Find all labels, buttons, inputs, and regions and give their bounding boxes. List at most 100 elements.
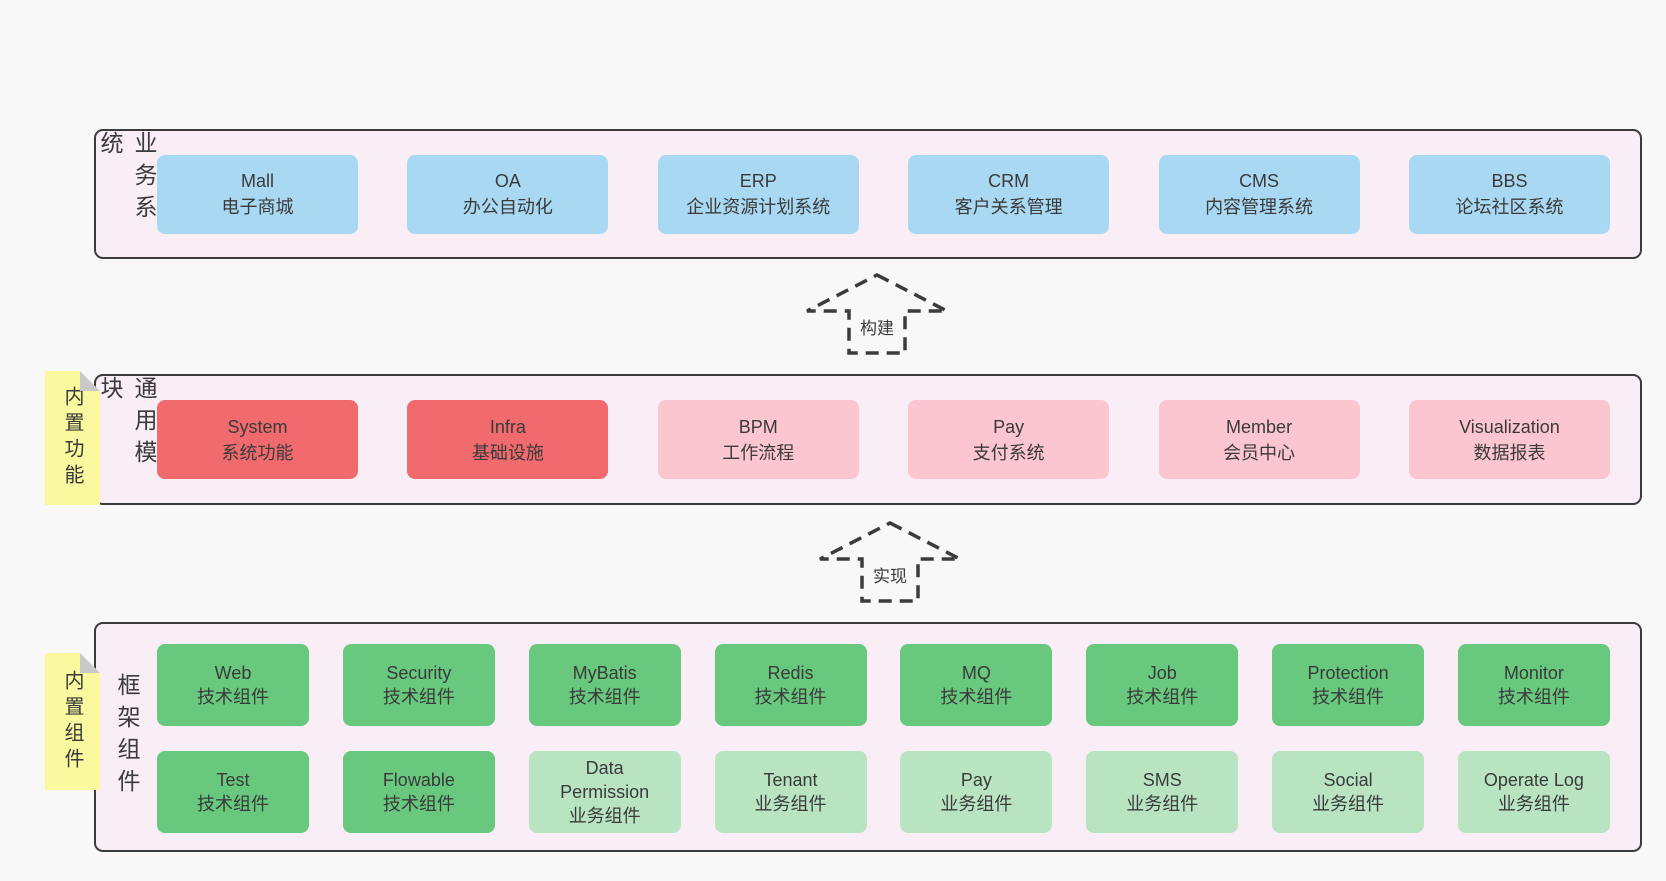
- business-systems-label: 业务系统: [97, 131, 157, 227]
- box-title: BPM: [738, 416, 778, 437]
- box-title: CRM: [988, 171, 1030, 191]
- box-title: Infra: [489, 416, 526, 437]
- box-mybatis: MyBatis 技术组件: [528, 644, 681, 726]
- built-in-components-note: 内置组件: [45, 653, 100, 790]
- box-title: System: [227, 416, 288, 437]
- box-subtitle: 企业资源计划系统: [686, 197, 831, 217]
- box-subtitle: 办公自动化: [462, 197, 553, 217]
- box-subtitle: 技术组件: [754, 687, 827, 707]
- built-in-features-note: 内置功能: [45, 371, 100, 505]
- box-title: Social: [1323, 770, 1373, 790]
- build-arrow: 构建: [802, 273, 952, 355]
- box-subtitle: 论坛社区系统: [1455, 197, 1564, 217]
- box-tenant: Tenant 业务组件: [714, 751, 867, 833]
- box-subtitle: 业务组件: [754, 794, 827, 814]
- box-sms: SMS 业务组件: [1086, 751, 1239, 833]
- box-oa: OA 办公自动化: [407, 154, 609, 234]
- common-modules-panel: 通用模块 System 系统功能 Infra 基础设施 BPM 工作流程 Pay…: [94, 374, 1642, 505]
- box-subtitle: 技术组件: [1312, 687, 1385, 707]
- box-infra: Infra 基础设施: [407, 400, 609, 479]
- implement-arrow: 实现: [815, 521, 965, 603]
- box-title: Data Permission: [560, 758, 650, 802]
- box-title: Member: [1226, 416, 1293, 437]
- box-title: Security: [386, 663, 452, 683]
- box-protection: Protection 技术组件: [1272, 644, 1425, 726]
- box-visualization: Visualization 数据报表: [1408, 400, 1610, 479]
- box-title: Flowable: [382, 770, 455, 790]
- box-cms: CMS 内容管理系统: [1158, 154, 1360, 234]
- common-modules-row: System 系统功能 Infra 基础设施 BPM 工作流程 Pay 支付系统…: [157, 376, 1610, 503]
- business-systems-panel: 业务系统 Mall 电子商城 OA 办公自动化 ERP 企业资源计划系统 CRM…: [94, 129, 1642, 259]
- box-test: Test 技术组件: [157, 751, 309, 833]
- box-subtitle: 基础设施: [471, 442, 544, 463]
- built-in-features-note-label: 内置功能: [61, 386, 83, 490]
- box-social: Social 业务组件: [1272, 751, 1425, 833]
- box-title: Pay: [993, 416, 1025, 437]
- framework-components-rows: Web 技术组件 Security 技术组件 MyBatis 技术组件 Redi…: [157, 624, 1610, 833]
- box-subtitle: 技术组件: [1126, 687, 1199, 707]
- box-subtitle: 业务组件: [1312, 794, 1385, 814]
- box-mall: Mall 电子商城: [157, 154, 358, 234]
- box-title: Test: [216, 770, 250, 790]
- box-subtitle: 业务组件: [940, 794, 1013, 814]
- box-flowable: Flowable 技术组件: [342, 751, 495, 833]
- box-bbs: BBS 论坛社区系统: [1408, 154, 1610, 234]
- box-security: Security 技术组件: [342, 644, 495, 726]
- box-subtitle: 会员中心: [1223, 442, 1296, 463]
- box-subtitle: 电子商城: [221, 197, 294, 217]
- box-subtitle: 技术组件: [197, 687, 269, 707]
- box-title: Web: [214, 663, 252, 683]
- framework-components-panel: 框架组件 Web 技术组件 Security 技术组件 MyBatis 技术组件…: [94, 622, 1642, 852]
- box-subtitle: 业务组件: [1126, 794, 1199, 814]
- up-block-arrow-icon: [806, 273, 948, 355]
- box-member: Member 会员中心: [1158, 400, 1360, 479]
- box-subtitle: 客户关系管理: [954, 197, 1063, 217]
- common-modules-label: 通用模块: [97, 376, 157, 472]
- box-title: Tenant: [763, 770, 818, 790]
- implement-arrow-label: 实现: [869, 561, 911, 588]
- box-subtitle: 内容管理系统: [1205, 197, 1314, 217]
- up-block-arrow-icon: [819, 521, 961, 603]
- box-system: System 系统功能: [157, 400, 358, 479]
- box-job: Job 技术组件: [1086, 644, 1239, 726]
- box-monitor: Monitor 技术组件: [1457, 644, 1610, 726]
- box-title: MQ: [961, 663, 991, 683]
- box-subtitle: 技术组件: [382, 794, 455, 814]
- box-title: ERP: [739, 171, 777, 191]
- framework-components-label: 框架组件: [114, 673, 140, 801]
- box-bpm: BPM 工作流程: [657, 400, 859, 479]
- box-title: Protection: [1307, 663, 1389, 683]
- box-subtitle: 业务组件: [1497, 794, 1570, 814]
- built-in-components-note-label: 内置组件: [61, 669, 83, 774]
- box-erp: ERP 企业资源计划系统: [657, 154, 859, 234]
- box-pay: Pay 支付系统: [908, 400, 1110, 479]
- box-data-permission: Data Permission 业务组件: [528, 751, 681, 833]
- box-subtitle: 支付系统: [972, 442, 1045, 463]
- box-title: Visualization: [1459, 416, 1560, 437]
- box-title: OA: [494, 171, 521, 191]
- box-mq: MQ 技术组件: [900, 644, 1053, 726]
- box-subtitle: 数据报表: [1473, 442, 1546, 463]
- box-subtitle: 技术组件: [568, 687, 641, 707]
- box-pay-biz: Pay 业务组件: [900, 751, 1053, 833]
- business-systems-row: Mall 电子商城 OA 办公自动化 ERP 企业资源计划系统 CRM 客户关系…: [157, 131, 1610, 257]
- box-title: MyBatis: [572, 663, 637, 683]
- box-title: BBS: [1491, 171, 1528, 191]
- box-operate-log: Operate Log 业务组件: [1457, 751, 1610, 833]
- box-title: Redis: [767, 663, 814, 683]
- box-title: CMS: [1239, 171, 1280, 191]
- box-title: Mall: [240, 171, 274, 191]
- box-title: Job: [1147, 663, 1177, 683]
- box-subtitle: 技术组件: [382, 687, 455, 707]
- box-subtitle: 工作流程: [722, 442, 795, 463]
- box-subtitle: 业务组件: [568, 806, 641, 826]
- box-crm: CRM 客户关系管理: [908, 154, 1110, 234]
- box-redis: Redis 技术组件: [714, 644, 867, 726]
- box-subtitle: 技术组件: [197, 794, 269, 814]
- box-title: Pay: [960, 770, 992, 790]
- box-subtitle: 系统功能: [221, 442, 294, 463]
- box-title: Monitor: [1503, 663, 1564, 683]
- box-title: SMS: [1142, 770, 1182, 790]
- box-web: Web 技术组件: [157, 644, 309, 726]
